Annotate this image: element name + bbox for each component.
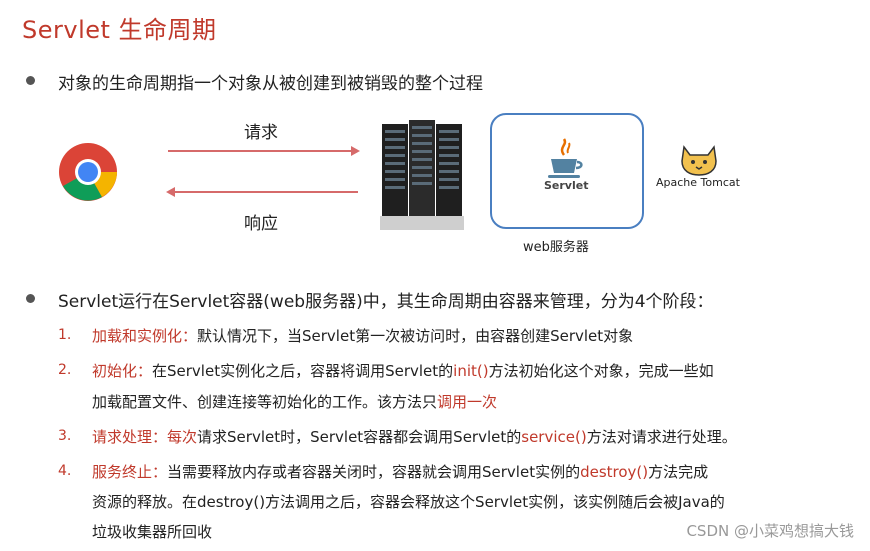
stage-4-line-1: 服务终止：当需要释放内存或者容器关闭时，容器就会调用Servlet实例的dest… (92, 461, 708, 482)
stage-2-text-c: 加载配置文件、创建连接等初始化的工作。该方法只 (92, 393, 438, 411)
page-title: Servlet 生命周期 (22, 16, 217, 44)
stage-2-line-2: 加载配置文件、创建连接等初始化的工作。该方法只调用一次 (92, 391, 497, 412)
chrome-browser-icon (59, 143, 117, 201)
stage-2-text-b: 方法初始化这个对象，完成一些如 (488, 362, 714, 380)
stage-4-text-c: 资源的释放。在destroy()方法调用之后，容器会释放这个Servlet实例，… (92, 493, 725, 511)
servlet-java-logo: Servlet (542, 135, 589, 197)
stage-4-heading: 服务终止： (92, 463, 168, 481)
stage-4-text-d: 垃圾收集器所回收 (92, 523, 213, 541)
bullet-dot (26, 294, 35, 303)
web-server-caption: web服务器 (523, 240, 589, 255)
servlet-logo-label: Servlet (544, 179, 589, 192)
stage-1-heading: 加载和实例化： (92, 327, 198, 345)
stage-number: 2. (58, 362, 72, 378)
request-arrow (168, 146, 360, 156)
response-label: 响应 (244, 214, 278, 234)
stage-3-text-b: 方法对请求进行处理。 (586, 428, 737, 446)
java-cup-icon (548, 138, 583, 178)
stage-2-heading: 初始化： (92, 362, 153, 380)
stage-2-init-method: init() (453, 362, 489, 380)
stage-4-text-b: 方法完成 (648, 463, 709, 481)
stage-4-text-a: 当需要释放内存或者容器关闭时，容器就会调用Servlet实例的 (167, 463, 581, 481)
response-arrow (166, 187, 358, 197)
stage-number: 1. (58, 327, 72, 343)
stage-4-line-3: 垃圾收集器所回收 (92, 521, 212, 542)
tomcat-logo-icon (681, 145, 717, 176)
csdn-watermark: CSDN @小菜鸡想搞大钱 (686, 522, 854, 540)
stage-number: 4. (58, 463, 72, 479)
stage-1-line: 加载和实例化：默认情况下，当Servlet第一次被访问时，由容器创建Servle… (92, 325, 633, 346)
stage-number: 3. (58, 428, 72, 444)
stage-3-heading: 请求处理： (92, 428, 168, 446)
stage-3-text-a: 请求Servlet时，Servlet容器都会调用Servlet的 (197, 428, 522, 446)
stage-4-destroy-method: destroy() (580, 463, 649, 481)
request-label: 请求 (244, 123, 278, 143)
stage-3-each-time: 每次 (167, 428, 198, 446)
bullet-dot (26, 76, 35, 85)
server-rack-icon (380, 120, 464, 230)
tomcat-caption: Apache Tomcat (656, 176, 740, 189)
bullet-lifecycle-stages: Servlet运行在Servlet容器(web服务器)中，其生命周期由容器来管理… (58, 292, 714, 312)
bullet-lifecycle-definition: 对象的生命周期指一个对象从被创建到被销毁的整个过程 (58, 74, 483, 94)
stage-2-line-1: 初始化：在Servlet实例化之后，容器将调用Servlet的init()方法初… (92, 360, 714, 381)
stage-3-line: 请求处理：每次请求Servlet时，Servlet容器都会调用Servlet的s… (92, 426, 737, 447)
stage-2-call-once: 调用一次 (437, 393, 498, 411)
stage-3-service-method: service() (521, 428, 587, 446)
stage-2-text-a: 在Servlet实例化之后，容器将调用Servlet的 (152, 362, 454, 380)
stage-4-line-2: 资源的释放。在destroy()方法调用之后，容器会释放这个Servlet实例，… (92, 491, 725, 512)
stage-1-text: 默认情况下，当Servlet第一次被访问时，由容器创建Servlet对象 (197, 327, 634, 345)
